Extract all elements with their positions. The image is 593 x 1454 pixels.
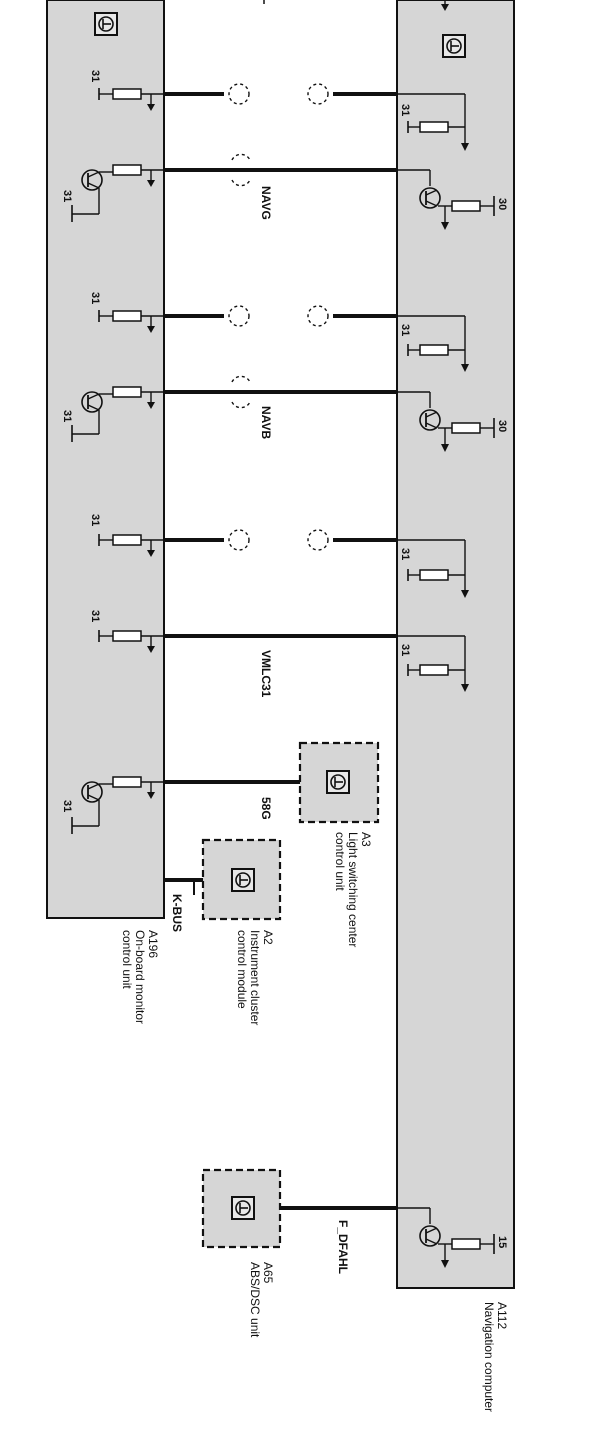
pin-label: 31 [89,292,101,304]
connector-circle-icon [228,529,250,551]
module-a196-code: A196 [146,930,160,958]
a112-ground-circuit: 31 [397,539,469,598]
resistor-icon [419,664,449,676]
pin-label: 31 [399,644,411,656]
control-unit-icon [94,12,118,36]
pin-label: 15 [496,1236,508,1248]
a196-ground-circuit: 31 [89,514,164,558]
module-a3-code: A3 [359,832,373,847]
pin-label: 30 [496,420,508,432]
pin-label: 31 [399,548,411,560]
control-unit-icon [231,1196,255,1220]
signal-f-dfahl-label: F_DFAHL [336,1220,350,1274]
resistor-icon [451,200,481,212]
a196-transistor-circuit: 31 [61,164,164,222]
resistor-icon [419,121,449,133]
a196-transistor-circuit: 31 [61,776,164,834]
module-a196-label: A196 On-board monitor control unit [120,930,160,1024]
module-a65-name-1: ABS/DSC unit [248,1262,262,1338]
connector-circle-icon [228,83,250,105]
a112-transistor-circuit: 15 [397,1207,508,1268]
resistor-icon [112,630,142,642]
signal-navb-label: NAVB [259,406,273,439]
connector-circle-icon [228,305,250,327]
pin-label: 31 [61,410,73,422]
module-a2-name-1: Instrument cluster [248,930,262,1025]
module-a112-label: A112 Navigation computer [482,1302,509,1412]
module-a196-name-1: On-board monitor [133,930,147,1024]
resistor-icon [112,164,142,176]
module-a112-name-1: Navigation computer [482,1302,496,1412]
a196-ground-circuit: 31 [89,70,164,112]
module-a112-box [396,0,515,1289]
resistor-icon [112,88,142,100]
module-a196-name-2: control unit [120,930,134,989]
signal-58g-label: 58G [259,797,273,820]
pin-label: 31 [89,70,101,82]
signal-vmlc31-label: VMLC31 [259,650,273,698]
connector-circle-icon [231,179,251,187]
pin-label: 31 [89,514,101,526]
module-a196-box [46,0,165,919]
module-a3-name-2: control unit [333,832,347,891]
pin-label: 31 [89,610,101,622]
pin-label: 31 [399,104,411,116]
pin-label: 31 [399,324,411,336]
a196-ground-circuit: 31 [89,292,164,334]
module-a65-label: A65 ABS/DSC unit [248,1262,275,1338]
pin-label: 31 [61,190,73,202]
control-unit-icon [326,770,350,794]
module-a3-name-1: Light switching center [346,832,360,947]
connector-circle-icon [231,401,251,409]
connector-circle-icon [307,83,329,105]
a112-ground-circuit: 31 [397,93,469,151]
a196-transistor-circuit: 31 [61,386,164,442]
resistor-icon [112,386,142,398]
module-a2-code: A2 [261,930,275,945]
module-a3-label: A3 Light switching center control unit [333,832,373,947]
resistor-icon [451,1238,481,1250]
module-a65-code: A65 [261,1262,275,1284]
a112-ground-circuit: 31 [397,315,469,372]
pin-label: 31 [61,800,73,812]
connector-circle-icon [307,305,329,327]
signal-navg-label: NAVG [259,186,273,220]
module-a112-code: A112 [495,1302,509,1329]
a196-ground-circuit: 31 [89,610,164,654]
a112-ground-circuit: 31 [397,635,469,692]
resistor-icon [419,569,449,581]
a112-transistor-circuit: 30 [397,391,508,452]
connector-circle-icon [231,153,251,161]
resistor-icon [419,344,449,356]
resistor-icon [451,422,481,434]
connector-circle-icon [307,529,329,551]
connector-circle-icon [231,375,251,383]
module-a2-label: A2 Instrument cluster control module [235,930,275,1025]
control-unit-icon [231,868,255,892]
resistor-icon [112,776,142,788]
pin-label: 30 [496,198,508,210]
control-unit-icon [442,34,466,58]
signal-kbus-label: K-BUS [170,894,184,932]
resistor-icon [112,534,142,546]
a112-transistor-circuit: 30 [397,169,508,230]
module-a2-name-2: control module [235,930,249,1009]
resistor-icon [112,310,142,322]
